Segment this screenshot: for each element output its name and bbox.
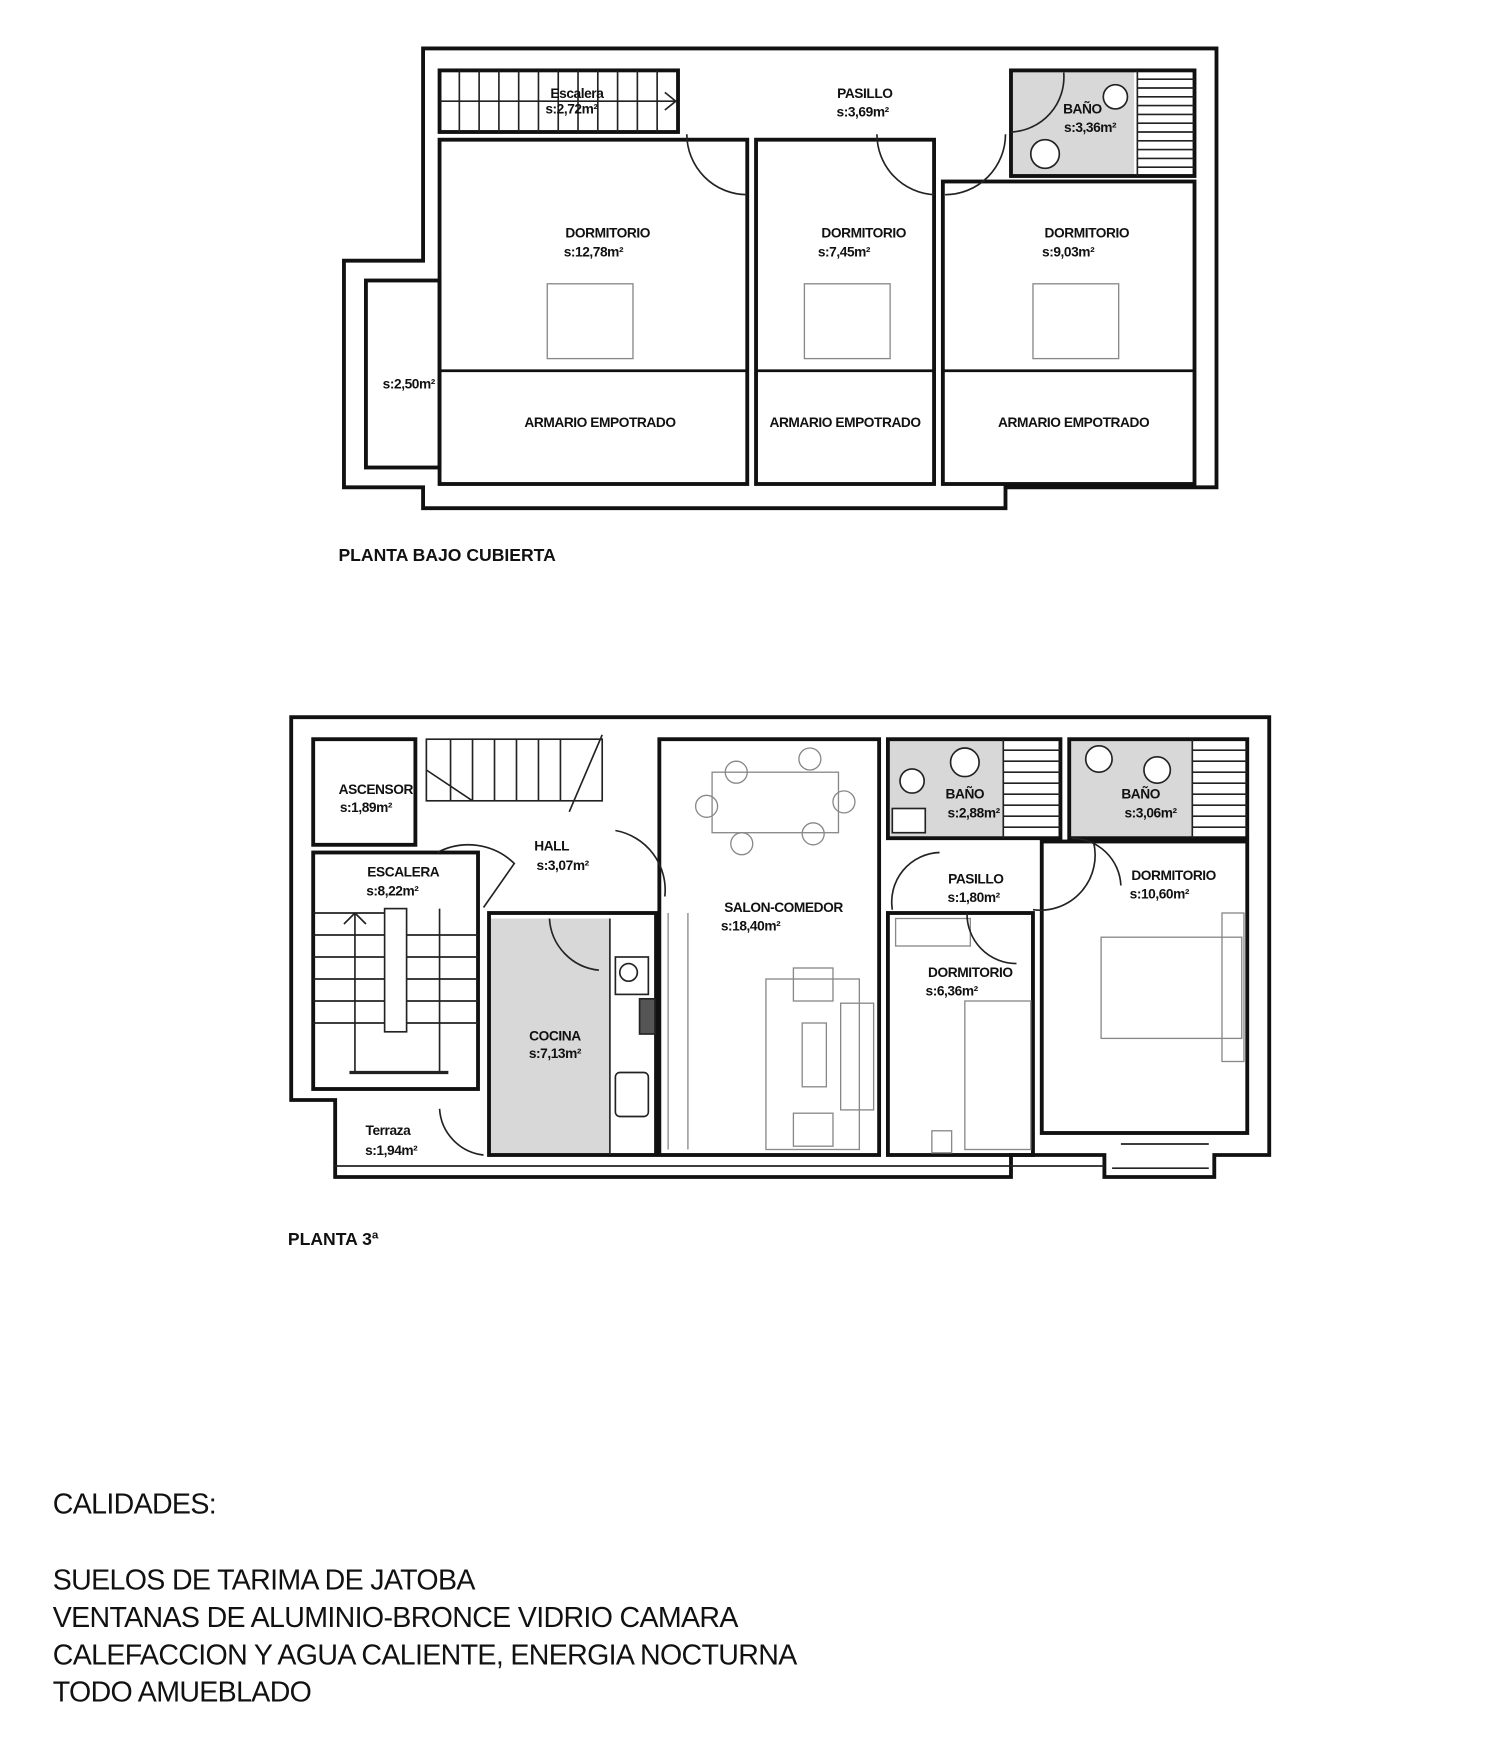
room-area: s:1,94m² — [365, 1143, 418, 1158]
room-name: HALL — [534, 838, 569, 853]
room-area: s:2,72m² — [545, 101, 598, 116]
third-bathroom-1 — [885, 737, 1063, 841]
room-area: s:12,78m² — [564, 244, 624, 259]
room-area: s:9,03m² — [1042, 244, 1095, 259]
room-name: Terraza — [366, 1123, 412, 1138]
upper-bedroom-1 — [437, 137, 750, 486]
room-name: DORMITORIO — [565, 226, 650, 241]
third-doors — [436, 829, 1122, 1156]
room-area: s:3,06m² — [1124, 805, 1177, 820]
upper-bedroom-2 — [754, 137, 936, 486]
room-area: s:7,13m² — [529, 1046, 582, 1061]
upper-beds — [546, 283, 1120, 360]
third-bathroom-2 — [1067, 737, 1250, 841]
room-area: s:7,45m² — [818, 244, 871, 259]
third-floor-plan: ASCENSOR s:1,89m² ESCALERA s:8,22m² HALL… — [288, 715, 1272, 1249]
upper-bathroom — [1009, 68, 1197, 178]
upper-room-labels: Escalera s:2,72m² PASILLO s:3,69m² BAÑO … — [383, 86, 1151, 430]
third-bedroom-large — [1039, 839, 1250, 1135]
quality-item: CALEFACCION Y AGUA CALIENTE, ENERGIA NOC… — [53, 1639, 797, 1671]
room-name: BAÑO — [1063, 99, 1102, 116]
room-name: PASILLO — [948, 871, 1004, 886]
room-name: COCINA — [529, 1029, 581, 1044]
upper-outer-wall — [342, 46, 1219, 511]
room-name: BAÑO — [946, 785, 985, 802]
living-dining-room — [657, 737, 882, 1157]
room-name: DORMITORIO — [821, 226, 906, 241]
room-name: DORMITORIO — [1131, 868, 1216, 883]
third-floor-title: PLANTA 3ª — [288, 1229, 379, 1249]
quality-item: TODO AMUEBLADO — [53, 1677, 311, 1709]
room-area: s:8,22m² — [366, 883, 419, 898]
third-beds — [894, 912, 1245, 1154]
qualities-heading: CALIDADES: — [53, 1489, 216, 1521]
third-room-labels: ASCENSOR s:1,89m² ESCALERA s:8,22m² HALL… — [339, 782, 1217, 1158]
room-name: SALON-COMEDOR — [724, 900, 843, 915]
room-name: ARMARIO EMPOTRADO — [769, 415, 921, 430]
room-name: ASCENSOR — [339, 782, 414, 797]
room-area: s:6,36m² — [926, 983, 979, 998]
quality-item: SUELOS DE TARIMA DE JATOBA — [53, 1564, 476, 1596]
third-stair — [311, 734, 604, 1091]
room-name: ESCALERA — [367, 865, 440, 880]
room-area: s:1,89m² — [340, 800, 393, 815]
room-name: ARMARIO EMPOTRADO — [524, 415, 676, 430]
room-area: s:2,50m² — [383, 376, 436, 391]
room-name: PASILLO — [837, 86, 893, 101]
upper-storage — [364, 278, 442, 470]
room-area: s:10,60m² — [1130, 887, 1190, 902]
room-name: DORMITORIO — [928, 965, 1013, 980]
elevator-shaft — [311, 737, 418, 847]
kitchen — [487, 911, 658, 1157]
room-area: s:3,07m² — [537, 858, 590, 873]
room-name: BAÑO — [1121, 785, 1160, 802]
room-area: s:18,40m² — [721, 919, 781, 934]
room-area: s:3,36m² — [1064, 120, 1117, 135]
upper-bedroom-3 — [940, 179, 1197, 486]
room-area: s:2,88m² — [948, 805, 1001, 820]
room-area: s:1,80m² — [948, 890, 1001, 905]
third-bedroom-small — [885, 911, 1035, 1157]
room-name: DORMITORIO — [1045, 226, 1130, 241]
third-outer-wall — [289, 715, 1272, 1179]
upper-stair — [437, 68, 680, 134]
third-windows — [335, 1143, 1209, 1170]
upper-floor-title: PLANTA BAJO CUBIERTA — [338, 545, 556, 565]
upper-floor-plan: Escalera s:2,72m² PASILLO s:3,69m² BAÑO … — [338, 46, 1219, 565]
room-area: s:3,69m² — [837, 105, 890, 120]
qualities-section: CALIDADES: SUELOS DE TARIMA DE JATOBA VE… — [53, 1489, 798, 1709]
room-name: Escalera — [550, 86, 604, 101]
quality-item: VENTANAS DE ALUMINIO-BRONCE VIDRIO CAMAR… — [53, 1602, 739, 1634]
upper-doors — [685, 134, 1007, 196]
room-name: ARMARIO EMPOTRADO — [998, 415, 1150, 430]
